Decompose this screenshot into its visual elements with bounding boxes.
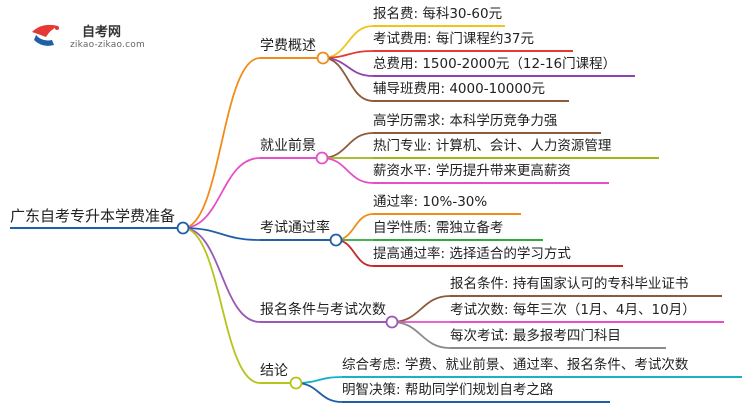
root-to-branch-1-edge bbox=[182, 57, 261, 229]
site-logo[interactable]: 自考网 zikao-zikao.com bbox=[28, 20, 158, 56]
root-collapse-toggle[interactable] bbox=[176, 221, 190, 235]
leaf-node-5-1[interactable]: 综合考虑: 学费、就业前景、通过率、报名条件、考试次数 bbox=[342, 357, 689, 373]
graduation-cap-icon bbox=[32, 24, 59, 46]
branch-1-leaf-4-edge bbox=[322, 57, 374, 102]
branch-node-3[interactable]: 考试通过率 bbox=[260, 220, 330, 236]
branch-node-4[interactable]: 报名条件与考试次数 bbox=[260, 302, 386, 318]
leaf-node-4-1[interactable]: 报名条件: 持有国家认可的专科毕业证书 bbox=[450, 276, 689, 292]
logo-name: 自考网 bbox=[82, 25, 122, 40]
leaf-node-2-3[interactable]: 薪资水平: 学历提升带来更高薪资 bbox=[373, 163, 571, 179]
leaf-node-2-2[interactable]: 热门专业: 计算机、会计、人力资源管理 bbox=[373, 138, 612, 154]
branch-4-collapse-toggle[interactable] bbox=[385, 315, 399, 329]
root-to-branch-2-edge bbox=[182, 157, 261, 229]
leaf-node-1-4[interactable]: 辅导班费用: 4000-10000元 bbox=[373, 81, 546, 97]
branch-5-leaf-1-edge bbox=[295, 376, 343, 384]
leaf-node-3-1[interactable]: 通过率: 10%-30% bbox=[373, 194, 488, 210]
branch-1-leaf-1-edge bbox=[322, 25, 374, 59]
branch-4-leaf-1-edge bbox=[391, 295, 451, 323]
leaf-node-1-3[interactable]: 总费用: 1500-2000元（12-16门课程） bbox=[373, 56, 617, 72]
branch-5-leaf-2-edge bbox=[295, 382, 343, 403]
leaf-node-5-2[interactable]: 明智决策: 帮助同学们规划自考之路 bbox=[342, 382, 554, 398]
branch-node-1[interactable]: 学费概述 bbox=[260, 38, 316, 54]
root-to-branch-4-edge bbox=[182, 227, 261, 323]
leaf-node-1-1[interactable]: 报名费: 每科30-60元 bbox=[373, 6, 503, 22]
branch-1-leaf-3-edge bbox=[322, 57, 374, 77]
leaf-node-4-2[interactable]: 考试次数: 每年三次（1月、4月、10月） bbox=[450, 302, 696, 318]
leaf-node-3-3[interactable]: 提高通过率: 选择适合的学习方式 bbox=[373, 246, 571, 262]
branch-3-leaf-1-edge bbox=[335, 213, 374, 241]
leaf-node-2-1[interactable]: 高学历需求: 本科学历竞争力强 bbox=[373, 113, 558, 129]
branch-3-leaf-3-edge bbox=[335, 239, 374, 267]
branch-3-collapse-toggle[interactable] bbox=[329, 233, 343, 247]
root-to-branch-3-edge bbox=[182, 227, 261, 241]
branch-4-leaf-3-edge bbox=[391, 321, 451, 349]
branch-node-2[interactable]: 就业前景 bbox=[260, 138, 316, 154]
branch-5-collapse-toggle[interactable] bbox=[289, 376, 303, 390]
logo-url: zikao-zikao.com bbox=[70, 40, 145, 50]
leaf-node-1-2[interactable]: 考试费用: 每门课程约37元 bbox=[373, 31, 535, 47]
branch-2-collapse-toggle[interactable] bbox=[315, 151, 329, 165]
leaf-node-4-3[interactable]: 每次考试: 最多报考四门科目 bbox=[450, 328, 621, 344]
leaf-node-3-2[interactable]: 自学性质: 需独立备考 bbox=[373, 220, 504, 236]
branch-2-leaf-3-edge bbox=[321, 157, 374, 184]
root-to-branch-5-edge bbox=[182, 227, 261, 384]
branch-1-leaf-2-edge bbox=[322, 50, 374, 59]
branch-2-leaf-1-edge bbox=[321, 132, 374, 159]
root-node[interactable]: 广东自考专升本学费准备 bbox=[10, 207, 176, 225]
branch-node-5[interactable]: 结论 bbox=[260, 363, 288, 379]
branch-1-collapse-toggle[interactable] bbox=[316, 51, 330, 65]
